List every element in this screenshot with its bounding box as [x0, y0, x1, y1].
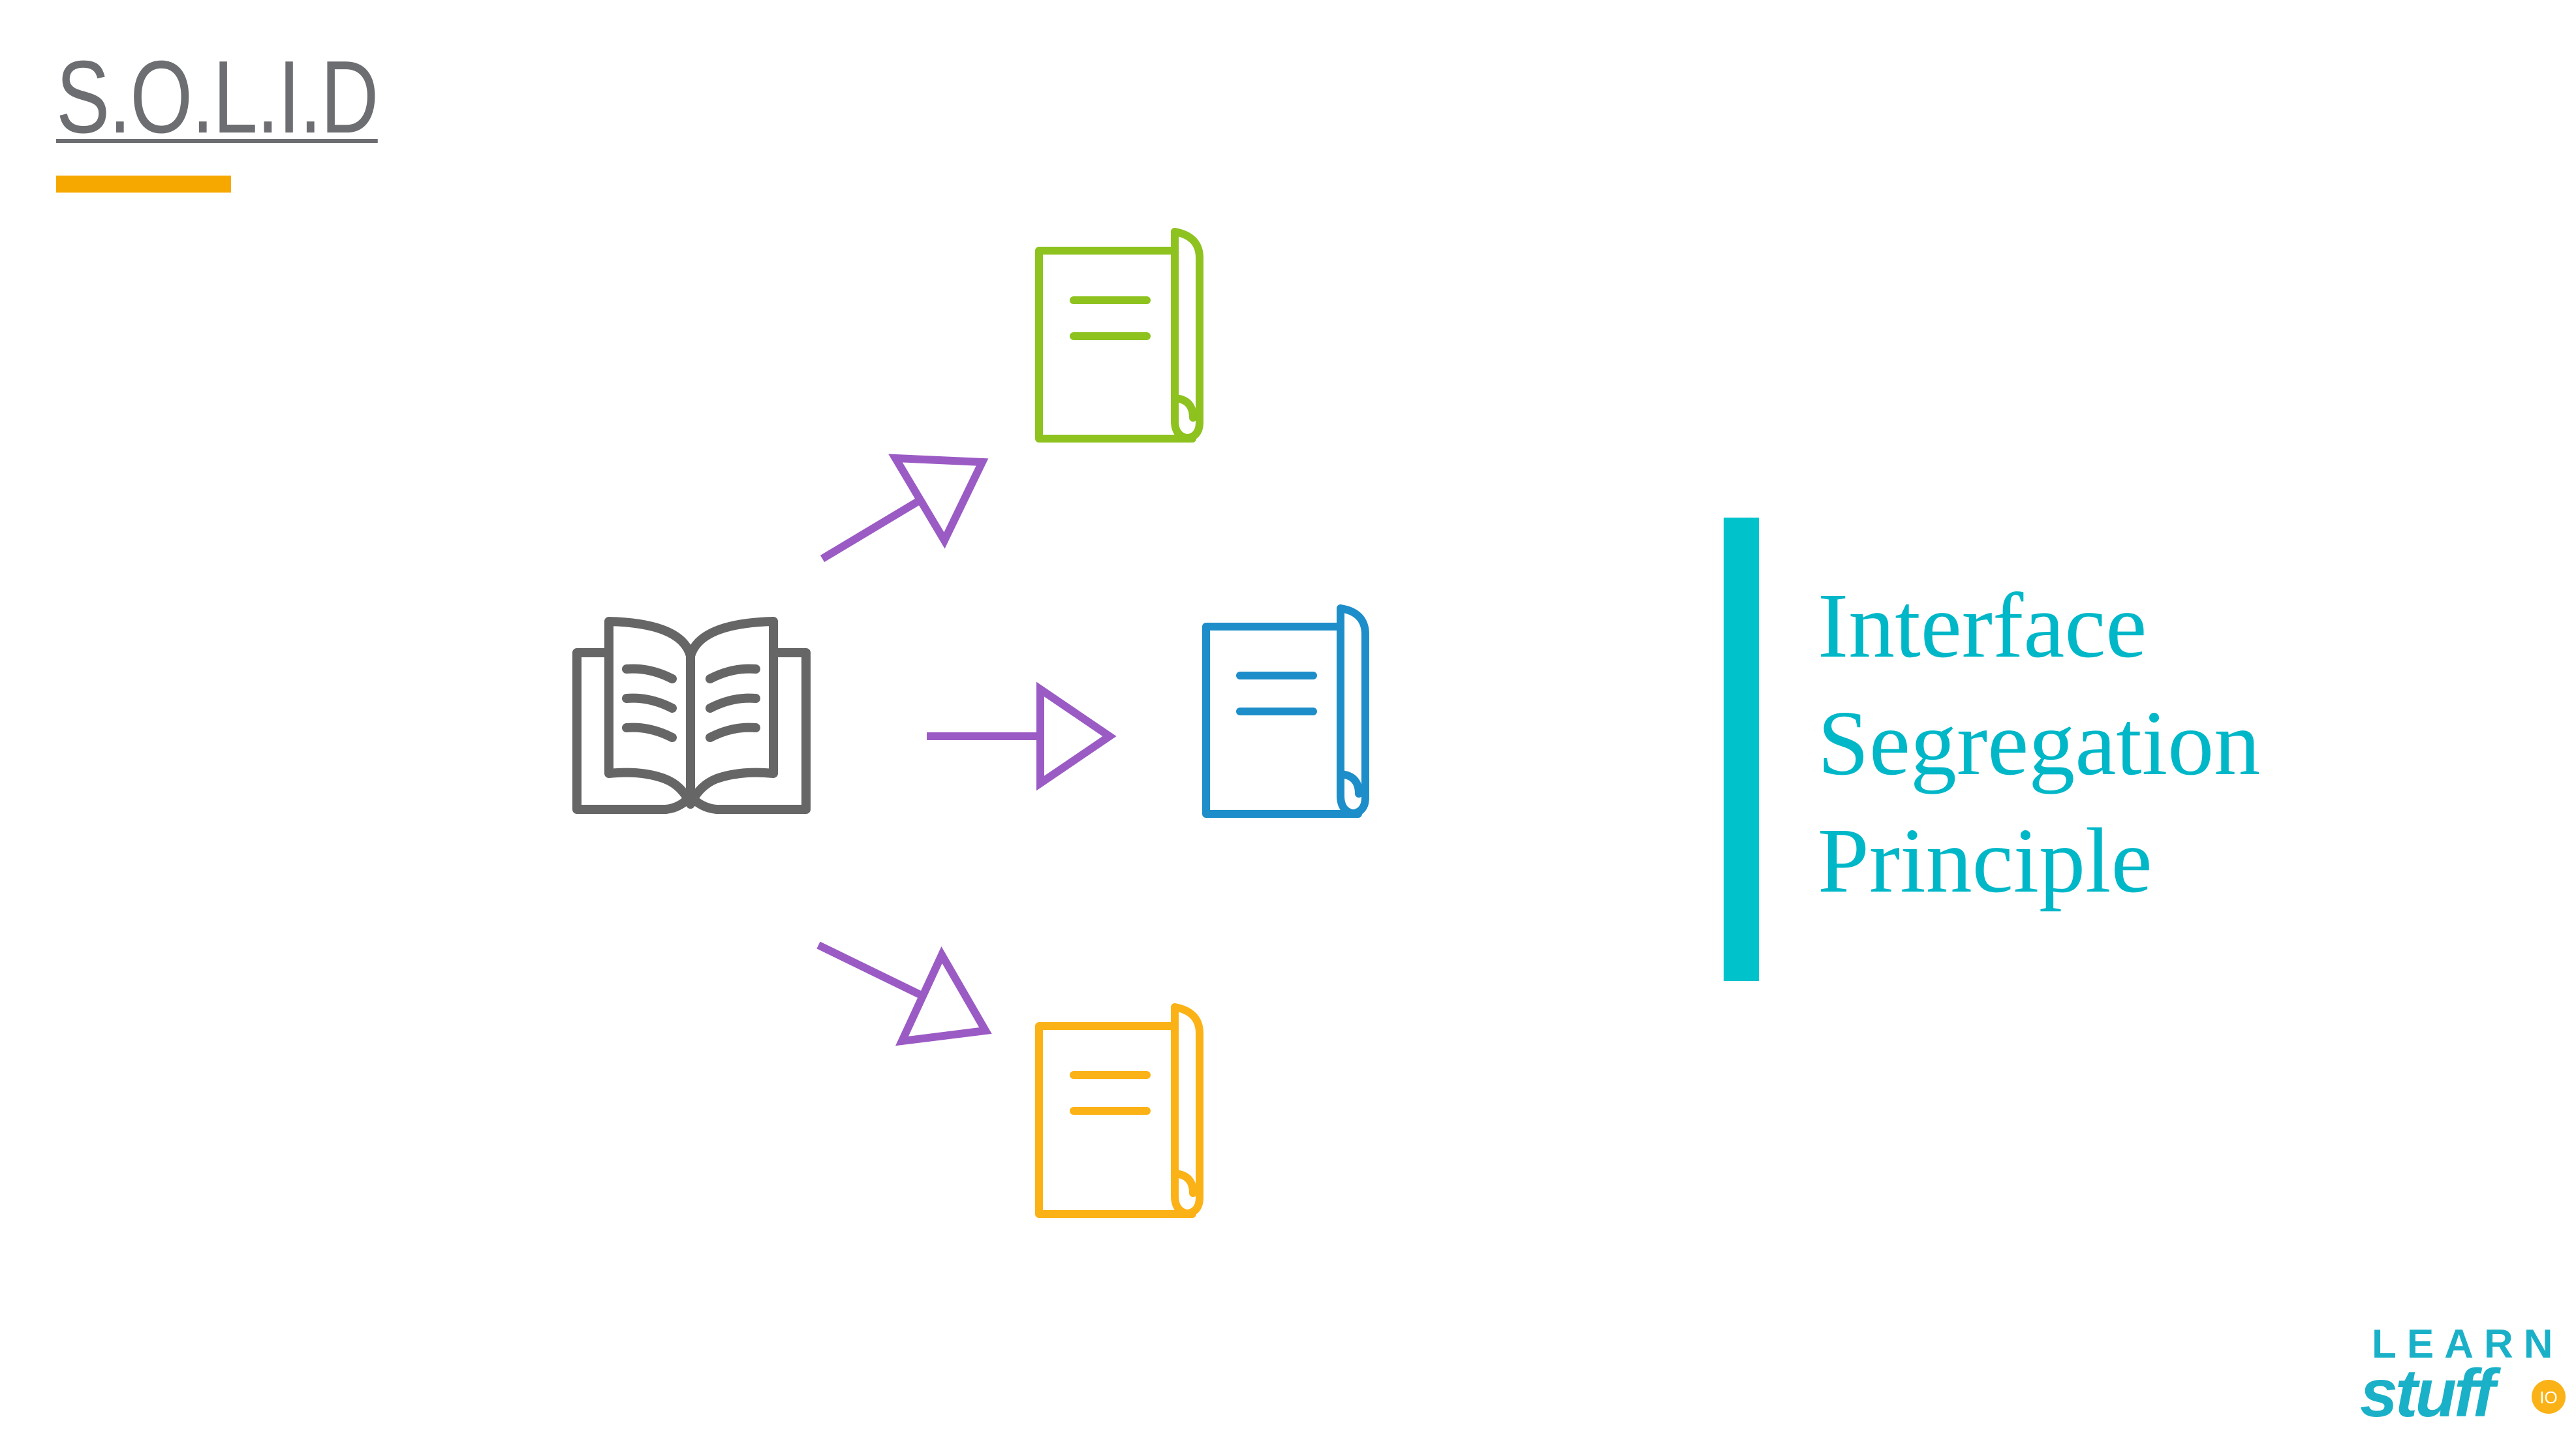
- orange-book-icon: [1035, 1003, 1203, 1218]
- logo-learn-text: LEARN: [2372, 1322, 2564, 1367]
- principle-line-2: Segregation: [1818, 691, 2261, 794]
- arrow-right-icon: [927, 681, 1117, 791]
- page-title: S.O.L.I.D: [56, 40, 379, 155]
- blue-book-icon: [1202, 604, 1369, 818]
- logo-stuff-text: stuff: [2360, 1356, 2502, 1431]
- principle-name: Interface Segregation Principle: [1818, 567, 2260, 919]
- principle-line-3: Principle: [1818, 809, 2152, 912]
- green-book-icon: [1035, 228, 1203, 443]
- principle-line-1: Interface: [1818, 574, 2147, 677]
- learnstuff-logo: LEARN stuff IO: [2360, 1322, 2566, 1431]
- logo-badge-text: IO: [2539, 1388, 2557, 1407]
- logo-badge: [2532, 1380, 2566, 1414]
- arrow-down-right-icon: [816, 941, 992, 1046]
- title-underline-accent: [56, 176, 231, 193]
- divider-bar: [1724, 518, 1759, 981]
- open-book-icon: [572, 617, 811, 814]
- arrow-up-right-icon: [820, 454, 989, 563]
